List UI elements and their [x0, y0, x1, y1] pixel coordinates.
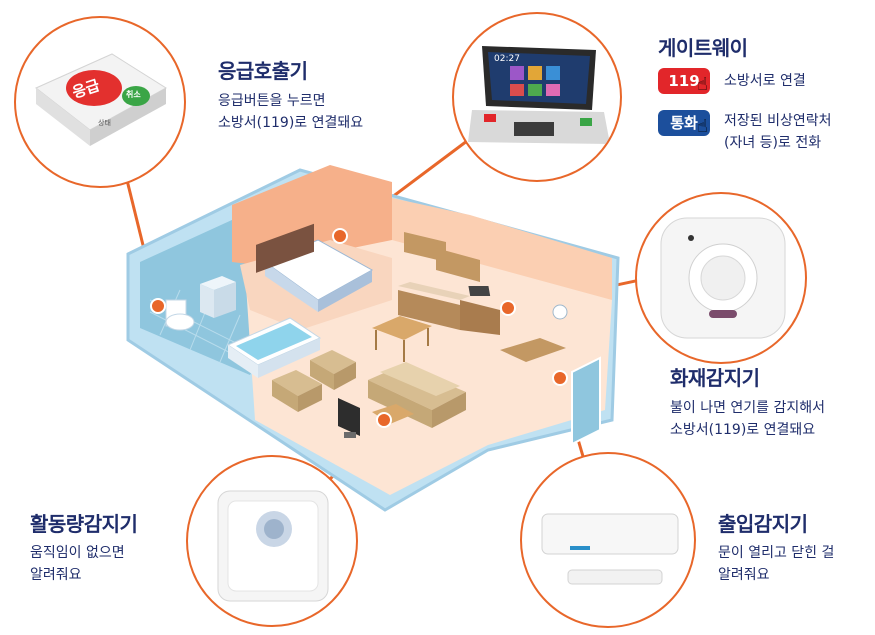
gateway-119-desc: 소방서로 연결: [724, 73, 806, 89]
hand-pointer-icon: ☝: [697, 74, 708, 95]
motion-sensor-device: [217, 490, 329, 602]
motion-sensor-desc-line: 알려줘요: [30, 567, 82, 583]
gateway-title: 게이트웨이: [658, 36, 748, 60]
emergency-desc: 응급버튼을 누르면 소방서(119)로 연결돼요: [218, 90, 363, 134]
gateway-device: [468, 46, 610, 144]
door-sensor-desc-line: 문이 열리고 닫힌 걸: [718, 545, 835, 561]
side-desk: [500, 338, 566, 362]
fire-detector-desc: 불이 나면 연기를 감지해서 소방서(119)로 연결돼요: [670, 397, 825, 441]
door-sensor-circle: [520, 452, 696, 628]
status-label: 상태: [98, 119, 111, 127]
gateway-call-button[interactable]: 통화: [658, 110, 710, 136]
door-sensor-device: [541, 513, 679, 585]
gateway-circle: 02:27: [452, 12, 622, 182]
bed: [256, 223, 374, 312]
emergency-desc-line: 응급버튼을 누르면: [218, 93, 326, 109]
emergency-caller-circle: 응급 취소 상태: [14, 16, 186, 188]
kitchen-cabinets: [398, 232, 500, 335]
wall-clock: [552, 304, 568, 320]
gateway-119-button[interactable]: 119: [658, 68, 710, 94]
fire-detector-device: [660, 217, 786, 339]
fire-detector-desc-line: 불이 나면 연기를 감지해서: [670, 400, 826, 416]
gateway-call-desc-line: (자녀 등)로 전화: [724, 135, 822, 151]
motion-sensor-circle: [186, 455, 358, 627]
door-frame: [571, 356, 601, 446]
armchairs: [272, 350, 356, 412]
gateway-clock: 02:27: [494, 54, 520, 64]
fire-detector-title: 화재감지기: [670, 366, 760, 390]
gateway-call-desc-line: 저장된 비상연락처: [724, 113, 832, 129]
motion-sensor-title: 활동량감지기: [30, 512, 138, 536]
cancel-button-label: 취소: [126, 90, 141, 99]
bathroom-cabinet: [200, 276, 236, 318]
motion-sensor-desc-line: 움직임이 없으면: [30, 545, 125, 561]
door-sensor-desc: 문이 열리고 닫힌 걸 알려줘요: [718, 542, 834, 586]
hand-pointer-icon: ☝: [697, 116, 708, 137]
gateway-call-desc: 저장된 비상연락처 (자녀 등)로 전화: [724, 110, 832, 154]
emergency-caller-device: [35, 53, 167, 146]
fire-detector-circle: [635, 192, 807, 364]
sofa: [368, 362, 466, 428]
dining-table: [372, 316, 432, 362]
door-sensor-title: 출입감지기: [718, 512, 808, 536]
emergency-desc-line: 소방서(119)로 연결돼요: [218, 115, 364, 131]
door-sensor-desc-line: 알려줘요: [718, 567, 770, 583]
kitchen-wall: [392, 198, 612, 300]
bathtub: [226, 317, 322, 378]
toilet: [165, 299, 195, 331]
motion-sensor-desc: 움직임이 없으면 알려줘요: [30, 542, 125, 586]
emergency-title: 응급호출기: [218, 59, 308, 83]
sensor-markers: [150, 228, 568, 428]
fire-detector-desc-line: 소방서(119)로 연결돼요: [670, 422, 816, 438]
tv: [338, 398, 360, 438]
